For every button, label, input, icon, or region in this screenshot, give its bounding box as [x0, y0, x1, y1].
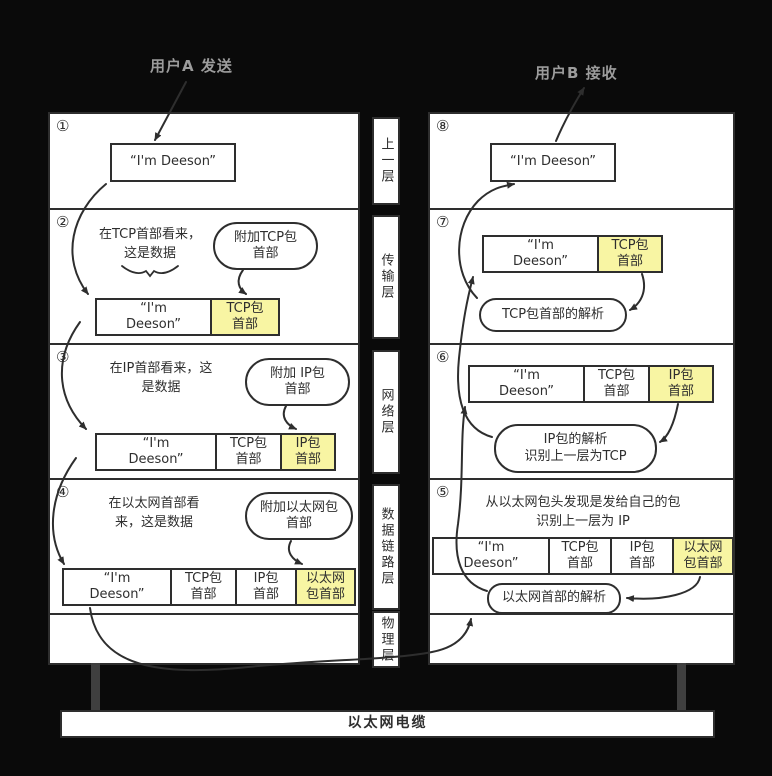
step3-bubble: 附加 IP包 首部	[245, 358, 350, 406]
step5-number: ⑤	[436, 483, 450, 501]
step2-bubble: 附加TCP包 首部	[213, 222, 318, 270]
step2-packet-message: “I'm Deeson”	[95, 298, 212, 336]
step8-number: ⑧	[436, 117, 450, 135]
layer-label-network: 网络层	[372, 350, 400, 474]
step3-packet-tcp-header: TCP包 首部	[215, 433, 282, 471]
step6-number: ⑥	[436, 348, 450, 366]
step7-packet-tcp-header: TCP包 首部	[597, 235, 663, 273]
sender-physical-row	[48, 613, 360, 665]
receiver-physical-row	[428, 613, 735, 665]
step5-analysis-bubble: 以太网首部的解析	[487, 583, 621, 614]
step5-packet-eth-header: 以太网 包首部	[672, 537, 734, 575]
layer-label-transport: 传输层	[372, 215, 400, 339]
layer-label-physical: 物理层	[372, 611, 400, 668]
step6-packet-tcp-header: TCP包 首部	[583, 365, 650, 403]
step1-number: ①	[56, 117, 70, 135]
step4-packet-ip-header: IP包 首部	[235, 568, 297, 606]
step2-number: ②	[56, 213, 70, 231]
step4-packet-tcp-header: TCP包 首部	[170, 568, 237, 606]
step3-packet-ip-header: IP包 首部	[280, 433, 336, 471]
step5-packet-tcp-header: TCP包 首部	[548, 537, 612, 575]
step5-packet-ip-header: IP包 首部	[610, 537, 674, 575]
step4-bubble: 附加以太网包 首部	[245, 492, 353, 540]
step2-note: 在TCP首部看来， 这是数据	[98, 227, 202, 261]
step7-packet-message: “I'm Deeson”	[482, 235, 599, 273]
step2-packet-tcp-header: TCP包 首部	[210, 298, 280, 336]
step8-message-box: “I'm Deeson”	[490, 143, 616, 182]
step7-analysis-bubble: TCP包首部的解析	[479, 298, 627, 332]
step4-number: ④	[56, 483, 70, 501]
receiver-cable-connector	[677, 663, 686, 712]
step6-packet-message: “I'm Deeson”	[468, 365, 585, 403]
step3-number: ③	[56, 348, 70, 366]
step4-note: 在以太网首部看 来，这是数据	[108, 496, 200, 530]
step5-note: 从以太网包头发现是发给自己的包 识别上一层为 IP	[485, 495, 681, 529]
step6-analysis-bubble: IP包的解析 识别上一层为TCP	[494, 424, 657, 473]
step7-number: ⑦	[436, 213, 450, 231]
step4-packet-eth-header: 以太网 包首部	[295, 568, 356, 606]
sender-user-label: 用户A 发送	[150, 57, 233, 75]
sender-cable-connector	[91, 663, 100, 712]
layer-label-datalink: 数据链路层	[372, 484, 400, 610]
step1-message-box: “I'm Deeson”	[110, 143, 236, 182]
step3-packet-message: “I'm Deeson”	[95, 433, 217, 471]
receiver-user-label: 用户B 接收	[535, 64, 618, 82]
ethernet-cable: 以太网电缆	[60, 710, 715, 738]
step6-packet-ip-header: IP包 首部	[648, 365, 714, 403]
step4-packet-message: “I'm Deeson”	[62, 568, 172, 606]
step3-note: 在IP首部看来，这 是数据	[109, 361, 213, 395]
layer-label-upper: 上一层	[372, 117, 400, 205]
step5-packet-message: “I'm Deeson”	[432, 537, 550, 575]
